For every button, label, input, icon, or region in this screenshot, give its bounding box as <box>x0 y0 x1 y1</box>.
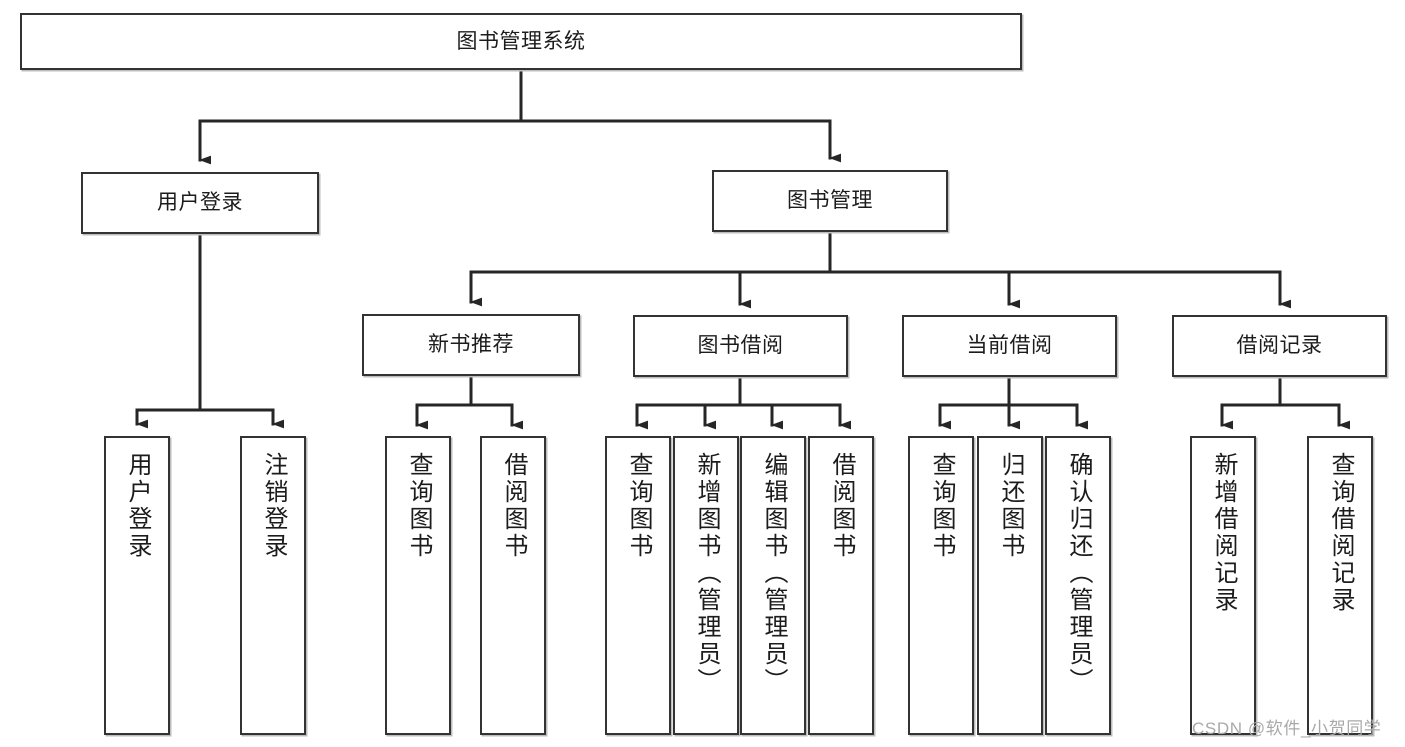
leaf-confirm-return[interactable]: 确认归还（管理员） <box>1045 436 1111 735</box>
node-current-borrow[interactable]: 当前借阅 <box>902 315 1117 377</box>
node-new-book-rec[interactable]: 新书推荐 <box>362 314 580 376</box>
node-book-borrow[interactable]: 图书借阅 <box>633 315 848 377</box>
leaf-logout[interactable]: 注销登录 <box>240 436 306 735</box>
leaf-return-book-label: 归还图书 <box>997 452 1024 560</box>
leaf-query-book-2-label: 查询图书 <box>625 452 652 560</box>
leaf-add-book-label: 新增图书（管理员） <box>693 452 720 695</box>
node-new-book-rec-label: 新书推荐 <box>428 333 514 357</box>
leaf-query-book-3[interactable]: 查询图书 <box>908 436 974 735</box>
node-borrow-record[interactable]: 借阅记录 <box>1172 315 1387 377</box>
leaf-add-book[interactable]: 新增图书（管理员） <box>673 436 739 735</box>
leaf-edit-book[interactable]: 编辑图书（管理员） <box>740 436 806 735</box>
leaf-user-login-label: 用户登录 <box>124 452 151 560</box>
leaf-query-book-1[interactable]: 查询图书 <box>385 436 451 735</box>
node-borrow-record-label: 借阅记录 <box>1236 334 1323 358</box>
leaf-logout-label: 注销登录 <box>260 452 287 560</box>
leaf-confirm-return-label: 确认归还（管理员） <box>1065 452 1092 695</box>
leaf-borrow-book-1[interactable]: 借阅图书 <box>480 436 546 735</box>
leaf-add-record-label: 新增借阅记录 <box>1210 452 1237 614</box>
node-user-login[interactable]: 用户登录 <box>81 172 319 234</box>
leaf-user-login[interactable]: 用户登录 <box>104 436 170 735</box>
leaf-query-record-label: 查询借阅记录 <box>1327 452 1354 614</box>
node-user-login-label: 用户登录 <box>157 191 243 215</box>
leaf-query-book-2[interactable]: 查询图书 <box>605 436 671 735</box>
node-book-manage-label: 图书管理 <box>787 189 873 213</box>
watermark: CSDN @软件_小贺同学 <box>1192 719 1382 738</box>
leaf-query-record[interactable]: 查询借阅记录 <box>1307 436 1373 735</box>
node-book-manage[interactable]: 图书管理 <box>712 170 948 232</box>
leaf-add-record[interactable]: 新增借阅记录 <box>1190 436 1256 735</box>
leaf-query-book-1-label: 查询图书 <box>405 452 432 560</box>
leaf-return-book[interactable]: 归还图书 <box>977 436 1043 735</box>
node-root-label: 图书管理系统 <box>456 29 586 53</box>
leaf-edit-book-label: 编辑图书（管理员） <box>760 452 787 695</box>
leaf-borrow-book-2-label: 借阅图书 <box>828 452 855 560</box>
node-root[interactable]: 图书管理系统 <box>20 13 1022 70</box>
leaf-borrow-book-2[interactable]: 借阅图书 <box>808 436 874 735</box>
leaf-borrow-book-1-label: 借阅图书 <box>500 452 527 560</box>
node-current-borrow-label: 当前借阅 <box>966 334 1053 358</box>
node-book-borrow-label: 图书借阅 <box>697 334 784 358</box>
leaf-query-book-3-label: 查询图书 <box>928 452 955 560</box>
